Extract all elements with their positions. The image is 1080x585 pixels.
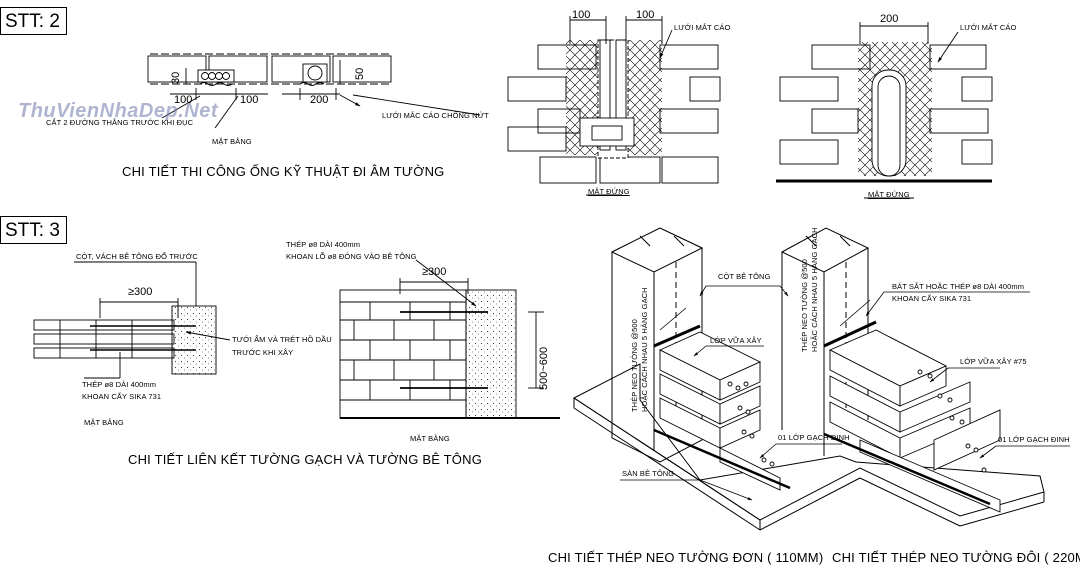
iso-leaders [620, 285, 1070, 501]
dim-30: 30 [170, 71, 182, 84]
label-sika-plan: KHOAN CẤY SIKA 731 [82, 392, 162, 401]
note-before-laying: TRƯỚC KHI XÂY [232, 348, 294, 357]
label-steel-elev: THÉP ø8 DÀI 400mm [286, 240, 361, 249]
view-label-stt3-elev: MẶT BẰNG [410, 434, 450, 443]
label-brick-layer-left: 01 LỚP GẠCH ĐINH [778, 433, 850, 442]
label-concrete-column-iso: CỘT BÊ TÔNG [718, 272, 771, 281]
dim-100-a: 100 [174, 94, 193, 106]
label-brick-layer-right: 01 LỚP GẠCH ĐINH [998, 435, 1070, 444]
stt2-elev2-wall [776, 22, 993, 199]
view-label-elev2: MẶT ĐỨNG [868, 190, 910, 199]
label-sika-iso: KHOAN CẤY SIKA 731 [892, 294, 972, 303]
label-anchor-left-1: THÉP NEO TƯỜNG @500 [630, 319, 639, 412]
watermark-logo: ThuVienNhaDep.Net [18, 100, 218, 122]
section-label-stt2: STT: 2 [0, 7, 67, 35]
label-drill-elev: KHOAN LỖ ø8 ĐÓNG VÀO BÊ TÔNG [286, 252, 417, 261]
section-label-stt3: STT: 3 [0, 216, 67, 244]
dim-ge300-plan: ≥300 [128, 286, 153, 298]
title-single-wall: CHI TIẾT THÉP NEO TƯỜNG ĐƠN ( 110MM) [548, 550, 824, 565]
note-anti-crack-mesh: LƯỚI MẮC CÁO CHỐNG NỨT [382, 111, 489, 120]
label-anchor-right-1: THÉP NEO TƯỜNG @500 [800, 259, 809, 352]
title-brick-concrete-joint: CHI TIẾT LIÊN KẾT TƯỜNG GẠCH VÀ TƯỜNG BÊ… [128, 452, 483, 467]
dim-500-600: 500~600 [538, 346, 550, 390]
mesh-label-elev2: LƯỚI MẮT CÁO [960, 23, 1017, 32]
dim-100-elev1-b: 100 [636, 9, 655, 21]
stt2-elev1-wall [507, 16, 721, 196]
label-concrete-slab: SÀN BÊ TÔNG [622, 469, 675, 478]
dim-200: 200 [310, 94, 329, 106]
view-label-stt3-plan: MẶT BẰNG [84, 418, 124, 427]
dim-50: 50 [354, 67, 366, 80]
dim-200-elev2: 200 [880, 13, 899, 25]
label-concrete-column: CỘT, VÁCH BÊ TÔNG ĐỔ TRƯỚC [76, 252, 198, 261]
stt3-plan [33, 261, 231, 379]
view-label-elev1: MẶT ĐỨNG [588, 187, 630, 196]
label-steel-plan: THÉP ø8 DÀI 400mm [82, 380, 157, 389]
title-pipe-detail: CHI TIẾT THI CÔNG ỐNG KỸ THUẬT ĐI ÂM TƯỜ… [122, 164, 445, 179]
label-steel-bracket: BÁT SẮT HOẶC THÉP ø8 DÀI 400mm [892, 282, 1025, 291]
stt3-elev [339, 259, 560, 419]
view-label-plan: MẶT BẰNG [212, 137, 252, 146]
label-mortar-75: LỚP VỮA XÂY #75 [960, 357, 1027, 366]
label-anchor-left-2: HOẶC CÁCH NHAU 5 HÀNG GẠCH [640, 287, 649, 412]
label-anchor-right-2: HOẶC CÁCH NHAU 5 HÀNG GẠCH [810, 227, 819, 352]
iso-bricks-right [823, 320, 1001, 513]
iso-bricks-left [653, 324, 791, 491]
dim-ge300-elev: ≥300 [422, 266, 447, 278]
iso-slab [573, 363, 1045, 531]
stt2-plan-wall [147, 53, 481, 129]
label-mortar-layer: LỚP VỮA XÂY [710, 336, 762, 345]
dim-100-elev1-a: 100 [572, 9, 591, 21]
title-double-wall: CHI TIẾT THÉP NEO TƯỜNG ĐÔI ( 220MM) [832, 550, 1080, 565]
mesh-label-elev1: LƯỚI MẮT CÁO [674, 23, 731, 32]
note-cut-lines: CẮT 2 ĐƯỜNG THẲNG TRƯỚC KHI ĐỤC [46, 118, 194, 127]
note-moisten: TƯỚI ẨM VÀ TRÉT HỒ DẦU [232, 335, 332, 344]
dim-100-b: 100 [240, 94, 259, 106]
